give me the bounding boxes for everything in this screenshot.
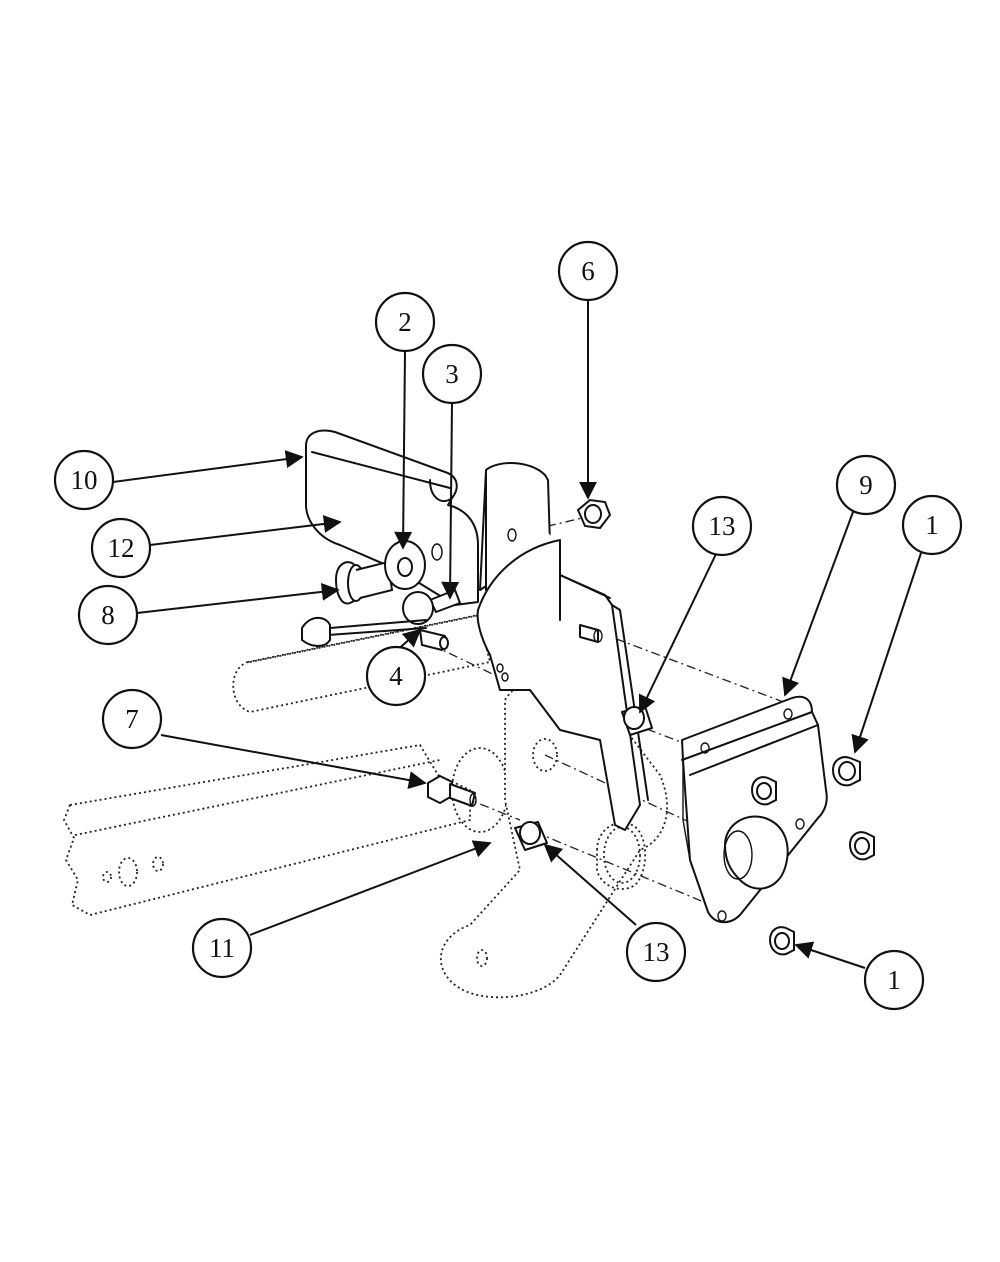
phantom-frame-rail	[63, 744, 471, 916]
flange-nut-top	[576, 498, 612, 530]
callout-label: 10	[71, 465, 98, 495]
callout-label: 7	[125, 704, 139, 734]
callout-label: 1	[925, 510, 939, 540]
lock-nut-b	[750, 776, 777, 806]
callout-7: 7	[101, 688, 163, 750]
washer	[384, 540, 426, 590]
callout-label: 6	[581, 256, 595, 286]
callout-13-upper: 13	[691, 495, 753, 557]
callout-label: 9	[859, 470, 873, 500]
clevis-pin	[335, 561, 393, 605]
callout-label: 3	[445, 359, 459, 389]
callout-11: 11	[191, 917, 253, 979]
lock-nut-c	[848, 831, 875, 861]
phantom-frame-tube	[232, 613, 492, 713]
main-upright-bracket	[476, 462, 649, 831]
spacer-lower	[514, 821, 548, 851]
callout-10: 10	[53, 449, 115, 511]
right-mounting-plate	[681, 695, 828, 924]
hex-bolt	[427, 775, 477, 807]
callout-label: 13	[643, 937, 670, 967]
callout-3: 3	[421, 343, 483, 405]
callout-9: 9	[835, 454, 897, 516]
lock-nut-a	[831, 756, 861, 787]
callout-2: 2	[374, 291, 436, 353]
callout-1-lower: 1	[863, 949, 925, 1011]
lanyard-pin	[301, 616, 449, 651]
callout-label: 1	[887, 965, 901, 995]
leader-lines	[112, 300, 922, 969]
callout-6: 6	[557, 240, 619, 302]
callout-label: 12	[108, 533, 135, 563]
callout-label: 4	[389, 661, 403, 691]
callout-label: 2	[398, 307, 412, 337]
callout-label: 11	[209, 933, 235, 963]
spring-pin	[402, 589, 461, 625]
callout-label: 13	[709, 511, 736, 541]
callout-12: 12	[90, 517, 152, 579]
callout-8: 8	[77, 584, 139, 646]
callout-13-lower: 13	[625, 921, 687, 983]
lock-nut-d	[768, 926, 795, 956]
callout-4: 4	[365, 645, 427, 707]
callout-1-upper: 1	[901, 494, 963, 556]
callout-label: 8	[101, 600, 115, 630]
